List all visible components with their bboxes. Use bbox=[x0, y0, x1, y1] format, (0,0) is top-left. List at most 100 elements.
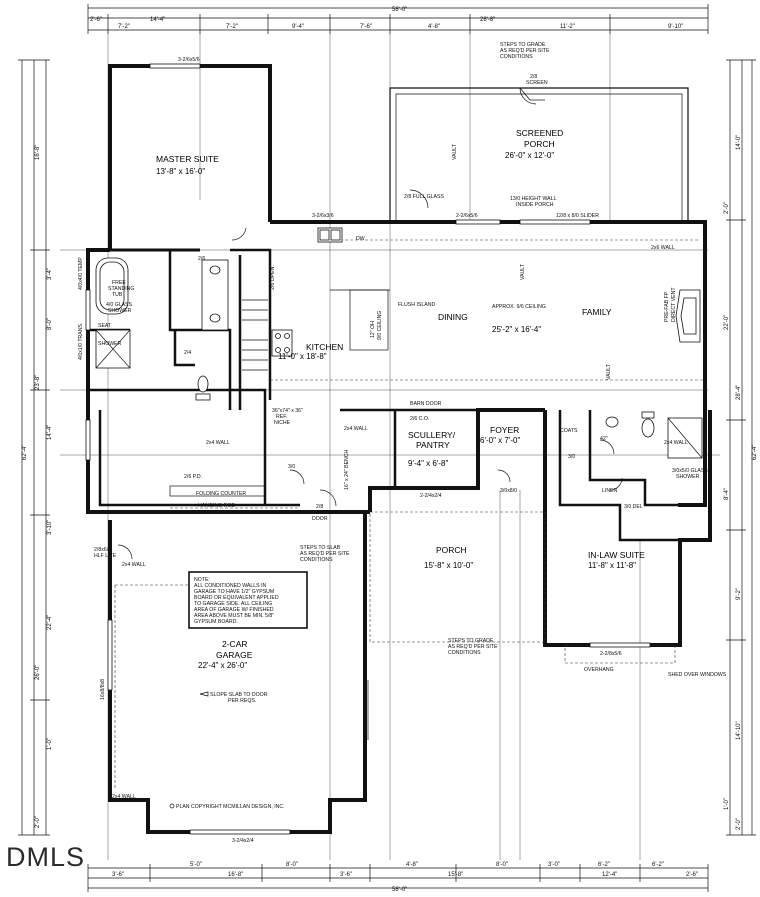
dim-bottom-9: 3'-0" bbox=[548, 862, 560, 868]
fire-door-note-3: DOOR bbox=[312, 516, 328, 522]
inlaw-suite-label: IN-LAW SUITE bbox=[588, 550, 645, 560]
family-label: FAMILY bbox=[582, 307, 612, 317]
dim-top-5: 9'-4" bbox=[292, 24, 304, 30]
dim-right-overall: 62'-4" bbox=[752, 445, 758, 460]
kitchen-label: KITCHEN bbox=[306, 342, 343, 352]
foyer-label: FOYER bbox=[490, 425, 519, 435]
glass-inlaw-note-2: SHOWER bbox=[676, 474, 700, 480]
screened-porch-outline bbox=[389, 87, 689, 222]
barn-door-note: BARN DOOR bbox=[410, 401, 442, 407]
dining-label: DINING bbox=[438, 312, 468, 322]
wall-2x4-note-b: 2x4 WALL bbox=[344, 426, 368, 432]
dim-bottom-1: 3'-6" bbox=[112, 872, 124, 878]
porch-window-note: 2-2/4x2/4 bbox=[420, 493, 442, 499]
room-labels: MASTER SUITE 13'-8" x 16'-0" SCREENED PO… bbox=[156, 128, 645, 670]
master-toilet bbox=[195, 393, 211, 401]
porch-outlines bbox=[114, 511, 676, 790]
garage-note-line-2: ALL CONDITIONED WALLS IN bbox=[194, 583, 267, 589]
height-wall-note-1: 13/0 HEIGHT WALL bbox=[510, 196, 557, 202]
fire-door-note-1: 2/8 bbox=[316, 504, 323, 510]
door-30b-note: 3/0 bbox=[568, 454, 575, 460]
dim-bottom-2: 5'-0" bbox=[190, 862, 202, 868]
wall-2x6-note: 2x6 WALL bbox=[651, 245, 675, 251]
wall-2x4-note-a: 2x4 WALL bbox=[206, 440, 230, 446]
garage-door-note: 3-2/4x2/4 bbox=[232, 838, 254, 844]
dim-right-2: 2'-0" bbox=[724, 202, 730, 214]
ref-niche-note-2: REF. bbox=[276, 414, 287, 420]
dim-bottom-overall: 58'-0" bbox=[392, 887, 407, 893]
dim-left-4: 8'-0" bbox=[47, 318, 53, 330]
dim-top-6: 7'-6" bbox=[360, 24, 372, 30]
dim-right-5: 8'-4" bbox=[724, 488, 730, 500]
window-note-3: 3-2/6x5/6 bbox=[178, 57, 200, 63]
dim-bottom-8: 8'-0" bbox=[496, 862, 508, 868]
dim-bottom-12: 6'-2" bbox=[652, 862, 664, 868]
scullery-size: 9'-4" x 6'-8" bbox=[408, 459, 448, 468]
garage-size: 22'-4" x 26'-0" bbox=[198, 661, 247, 670]
scullery-label-2: PANTRY bbox=[416, 440, 450, 450]
free-standing-note-3: TUB bbox=[112, 292, 123, 298]
dim-top-8: 28'-8" bbox=[480, 17, 495, 23]
steps-porch-note-1: STEPS TO GRADE bbox=[500, 42, 546, 48]
exterior-walls bbox=[86, 64, 712, 834]
dmls-watermark: DMLS bbox=[6, 842, 86, 872]
shower-note: SHOWER bbox=[98, 341, 122, 347]
fire-door-note-2: FIRE bbox=[315, 510, 327, 516]
garage-window-note: 16x8/8x8 bbox=[100, 679, 106, 700]
ceiling-note: APPROX. 9/6 CEILING bbox=[492, 304, 546, 310]
dim-right-6: 9'-2" bbox=[736, 588, 742, 600]
dim-bottom-4: 8'-0" bbox=[286, 862, 298, 868]
door-30-note: 3/0 bbox=[288, 464, 295, 470]
dimension-lines bbox=[18, 4, 756, 892]
steps-grade-note-2: AS REQ'D PER SITE bbox=[448, 644, 498, 650]
dim-top-2: 14'-4" bbox=[150, 17, 165, 23]
screened-porch-label-1: SCREENED bbox=[516, 128, 563, 138]
hlf-lite-note-2: HLF LITE bbox=[94, 553, 117, 559]
d42-note: 42" bbox=[600, 436, 608, 442]
co-note: 2/6 C.O. bbox=[410, 416, 429, 422]
screen-note: SCREEN bbox=[526, 80, 548, 86]
oh-note: 12" OH bbox=[370, 321, 376, 338]
dim-bottom-6: 4'-8" bbox=[406, 862, 418, 868]
dim-left-overall: 62'-4" bbox=[22, 445, 28, 460]
dim-bottom-10: 6'-2" bbox=[598, 862, 610, 868]
steps-porch-note-3: CONDITIONS bbox=[500, 54, 533, 60]
free-standing-note-2: STANDING bbox=[108, 286, 134, 292]
flush-island-note: FLUSH ISLAND bbox=[398, 302, 435, 308]
steps-slab-note-3: CONDITIONS bbox=[300, 557, 333, 563]
prefab-note-1: PRE-FAB FP bbox=[664, 291, 670, 322]
door-swings bbox=[117, 87, 623, 560]
dim-left-10: 2'-0" bbox=[35, 816, 41, 828]
garage-note-line-6: AREA OF GARAGE W/ FINISHED bbox=[194, 607, 274, 613]
dim-left-5: 14'-4" bbox=[47, 425, 53, 440]
trans-inlaw-note: 4/0x3/0 TRANSOM bbox=[708, 434, 714, 478]
dim-bottom-5: 3'-6" bbox=[340, 872, 352, 878]
dim-top-7: 4'-8" bbox=[428, 24, 440, 30]
dim-right-1: 14'-0" bbox=[736, 135, 742, 150]
closet-shelving bbox=[242, 299, 268, 371]
slope-note-1: SLOPE SLAB TO DOOR bbox=[210, 692, 268, 698]
shed-note: SHED OVER WINDOWS bbox=[668, 672, 727, 678]
open-26-note: 2/6 OPEN bbox=[270, 266, 276, 290]
steps-slab-note-1: STEPS TO SLAB bbox=[300, 545, 341, 551]
kitchen-size: 11'-0" x 18'-8" bbox=[278, 352, 327, 361]
temp-note: 4/0x4/0 TEMP bbox=[78, 257, 84, 290]
porch-size: 15'-8" x 10'-0" bbox=[424, 561, 473, 570]
glass-note-1: 4/0 GLASS bbox=[106, 302, 132, 308]
screen-door-note: 2/8 bbox=[530, 74, 537, 80]
porch-door-note: 3/0x8/0 bbox=[500, 488, 517, 494]
door-24-note: 2/4 bbox=[184, 350, 191, 356]
interior-walls bbox=[88, 248, 705, 542]
overhang-note: OVERHANG bbox=[584, 667, 614, 673]
dim-left-3: 23'-8" bbox=[35, 375, 41, 390]
folding-counter-note: FOLDING COUNTER bbox=[196, 491, 246, 497]
hanging-rod-note: HANGING ROD bbox=[198, 503, 235, 509]
dim-left-1: 3'-4" bbox=[47, 268, 53, 280]
dim-right-7: 14'-10" bbox=[736, 721, 742, 740]
bench-note: 16" x 24" BENCH bbox=[344, 449, 350, 490]
dim-left-7: 22'-4" bbox=[47, 615, 53, 630]
garage-note-line-4: BOARD OR EQUIVALENT APPLIED bbox=[194, 595, 279, 601]
hlf-lite-note-1: 2/8x6/8 bbox=[94, 547, 111, 553]
dim-right-3: 22'-0" bbox=[724, 315, 730, 330]
